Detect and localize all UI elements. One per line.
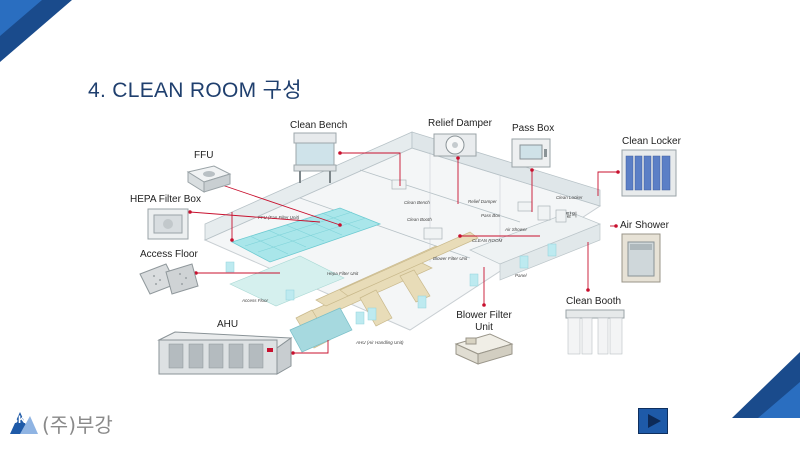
callout-blower-filter-unit: Blower Filter Unit: [433, 256, 468, 261]
label-ffu: FFU: [194, 150, 214, 161]
access-floor-image: [139, 263, 199, 295]
label-clean-bench: Clean Bench: [290, 120, 348, 131]
callout-access-floor: Access Floor: [242, 298, 269, 303]
label-clean-booth: Clean Booth: [566, 296, 622, 307]
label-air-shower: Air Shower: [620, 220, 669, 231]
front-wall-windows: [225, 243, 557, 325]
company-logo-mark: [10, 412, 38, 434]
label-access-floor: Access Floor: [140, 249, 198, 260]
label-relief-damper: Relief Damper: [428, 118, 492, 129]
callout-clean-room: CLEAN ROOM: [472, 238, 503, 243]
clean-locker-image: [621, 149, 677, 197]
clean-bench-image: [293, 132, 337, 183]
ahu-image: [157, 331, 293, 375]
next-slide-button[interactable]: [638, 408, 668, 434]
ahu-duct: [289, 307, 353, 353]
play-next-icon: [648, 414, 661, 428]
callout-clean-locker: Clean Locker: [556, 195, 583, 200]
label-pass-box: Pass Box: [512, 123, 555, 134]
clean-booth-image: [565, 309, 625, 355]
callout-relief-damper: Relief Damper: [468, 199, 497, 204]
callout-pass-box: Pass Box: [481, 213, 501, 218]
air-shower-image: [621, 233, 661, 283]
hepa-filter-box-image: [147, 208, 189, 240]
label-hepa-filter-box: HEPA Filter Box: [130, 194, 201, 205]
callout-ahu: AHU (Air Handling Unit): [356, 340, 404, 345]
small-units: [391, 179, 567, 240]
callout-air-shower: Air Shower: [505, 227, 528, 232]
logo-mark-text: BK: [10, 414, 26, 426]
callout-clean-booth: Clean Booth: [407, 217, 432, 222]
room-tag: 탈의: [566, 213, 578, 219]
label-blower-filter-unit: Blower Filter Unit: [456, 310, 512, 333]
company-name: (주)부강: [42, 413, 113, 437]
callout-clean-bench: Clean Bench: [404, 200, 430, 205]
clean-zone-floor: [229, 255, 345, 307]
callout-hepa-filter-unit: Hepa Filter Unit: [327, 271, 359, 276]
partition-line: [359, 169, 521, 223]
slide-title: 4. CLEAN ROOM 구성: [88, 79, 302, 102]
bottom-right-corner-decoration: [732, 352, 800, 418]
top-left-corner-decoration: [0, 0, 72, 62]
blower-filter-unit-image: [454, 333, 514, 365]
callout-ffu: FFU (Fan Filter Unit): [258, 215, 300, 220]
ffu-image: [186, 165, 232, 193]
pass-box-image: [511, 138, 551, 168]
duct-network: [295, 231, 479, 349]
callout-panel: Panel: [515, 273, 527, 278]
label-ahu: AHU: [217, 319, 239, 330]
relief-damper-image: [433, 133, 477, 157]
label-clean-locker: Clean Locker: [622, 136, 681, 147]
